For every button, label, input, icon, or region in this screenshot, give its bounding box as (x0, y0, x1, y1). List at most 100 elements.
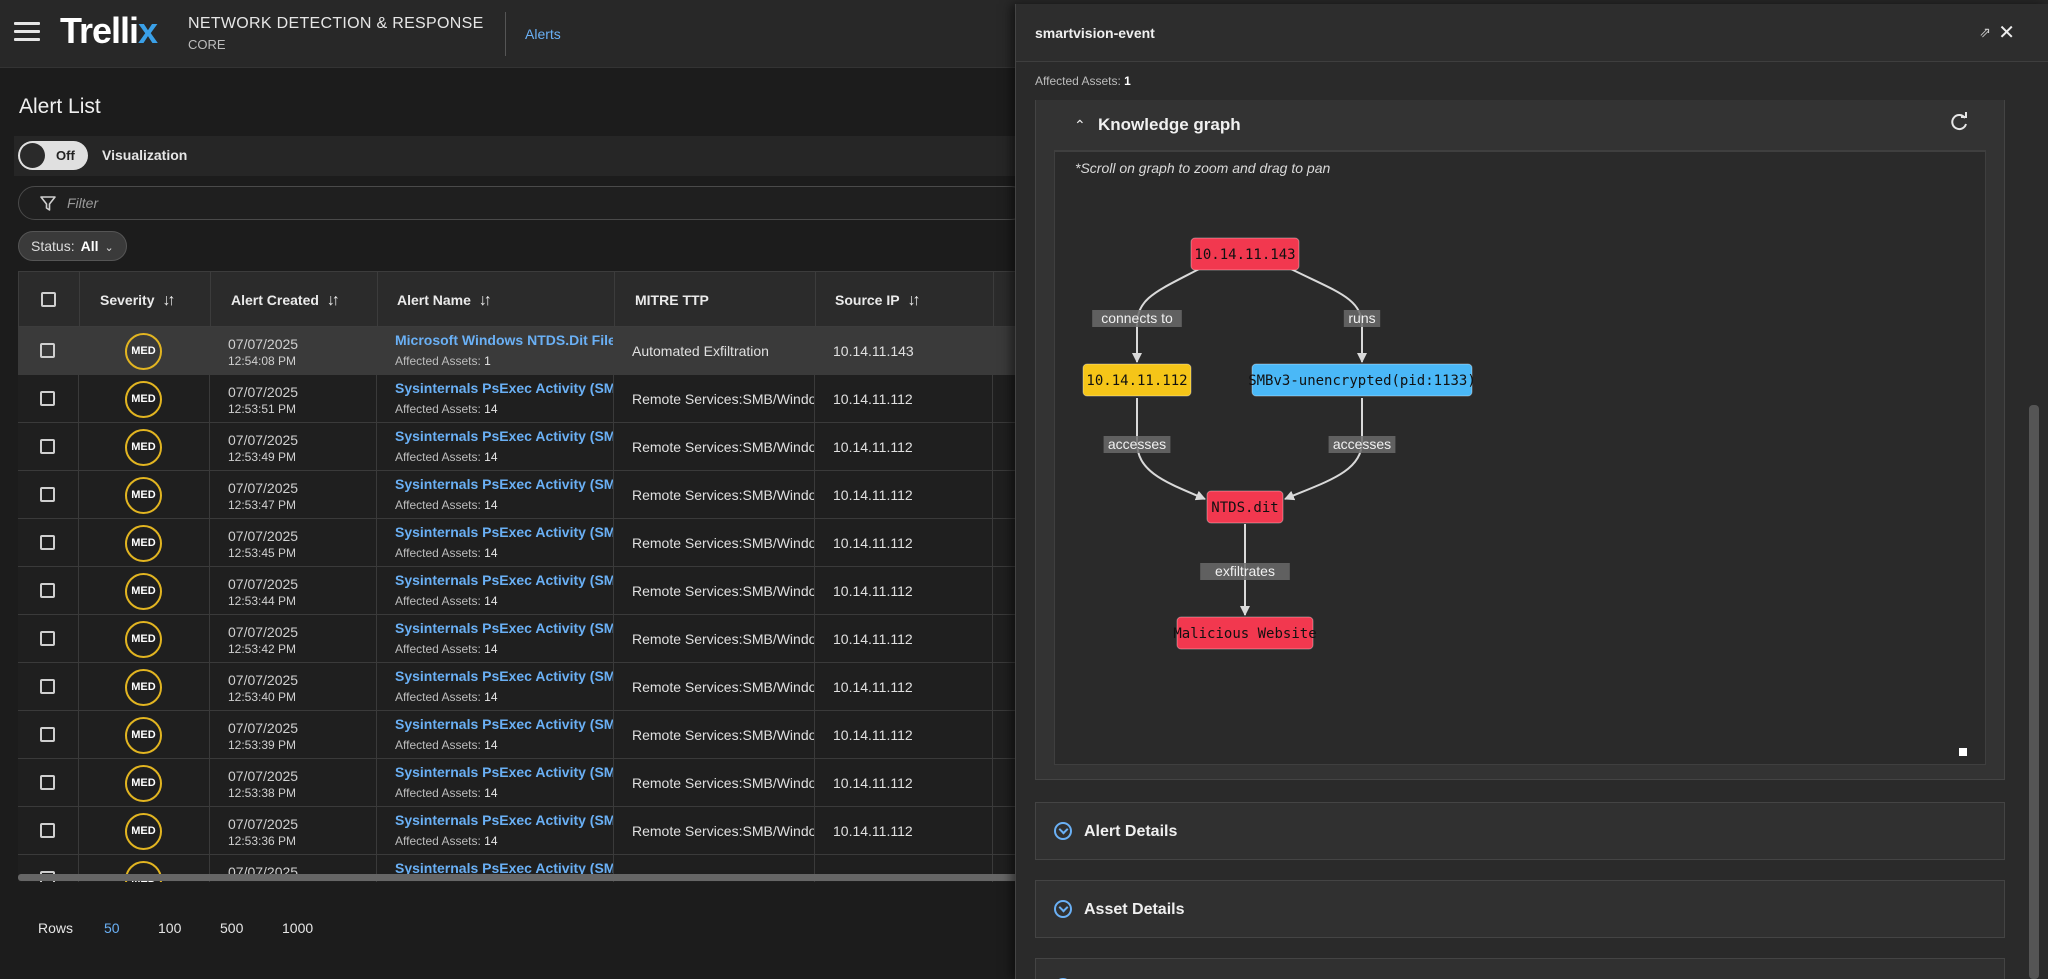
panel-scrollbar-thumb[interactable] (2029, 405, 2039, 979)
table-horizontal-scrollbar[interactable] (18, 874, 1028, 881)
chevron-up-icon[interactable]: ⌃ (1074, 117, 1086, 133)
mitre-ttp: Remote Services:SMB/Windows (632, 583, 815, 599)
rows-option-500[interactable]: 500 (220, 920, 244, 936)
alert-name-link[interactable]: Sysinternals PsExec Activity (SMB) (395, 476, 614, 492)
select-all-checkbox[interactable] (41, 292, 56, 307)
row-checkbox[interactable] (40, 439, 55, 454)
col-mitre-ttp[interactable]: MITRE TTP (615, 272, 816, 328)
graph-node[interactable]: 10.14.11.143 (1190, 237, 1300, 271)
affected-assets-count: 14 (484, 834, 498, 848)
source-ip: 10.14.11.143 (833, 343, 914, 359)
row-checkbox[interactable] (40, 823, 55, 838)
sort-icon[interactable]: ↓↑ (478, 292, 492, 309)
source-ip-cell: 10.14.11.112 (815, 567, 993, 615)
col-alert-name[interactable]: Alert Name↓↑ (378, 272, 615, 328)
alert-name-link[interactable]: Sysinternals PsExec Activity (SMB) (395, 380, 614, 396)
close-icon[interactable]: ✕ (1998, 22, 2015, 44)
severity-badge: MED (125, 573, 162, 610)
alert-details-label: Alert Details (1084, 823, 1178, 840)
row-checkbox[interactable] (40, 631, 55, 646)
sort-icon[interactable]: ↓↑ (162, 292, 175, 309)
severity-badge: MED (125, 669, 162, 706)
source-ip: 10.14.11.112 (833, 391, 913, 407)
rows-option-1000[interactable]: 1000 (282, 920, 314, 936)
row-checkbox[interactable] (40, 727, 55, 742)
alert-name-link[interactable]: Sysinternals PsExec Activity (SMB) (395, 572, 614, 588)
mitre-ttp: Remote Services:SMB/Windows (632, 439, 815, 455)
knowledge-graph-canvas[interactable]: *Scroll on graph to zoom and drag to pan… (1054, 151, 1986, 765)
nav-alerts-link[interactable]: Alerts (525, 26, 561, 42)
graph-node-box[interactable] (1082, 363, 1192, 397)
alert-name-link[interactable]: Sysinternals PsExec Activity (SMB) (395, 620, 614, 636)
edge-label: connects to (1101, 310, 1173, 326)
rows-option-100[interactable]: 100 (158, 920, 182, 936)
affected-value: 1 (1124, 74, 1131, 88)
graph-node-box[interactable] (1206, 490, 1284, 524)
graph-node-box[interactable] (1251, 363, 1473, 397)
graph-node[interactable]: NTDS.dit (1206, 490, 1284, 524)
filter-bar (18, 186, 1028, 220)
alert-details-accordion[interactable]: Alert Details (1035, 802, 2005, 860)
severity-cell: MED (79, 663, 210, 711)
source-ip-cell: 10.14.11.112 (815, 471, 993, 519)
alert-name-link[interactable]: Sysinternals PsExec Activity (SMB) (395, 764, 614, 780)
alert-name-link[interactable]: Sysinternals PsExec Activity (SMB) (395, 812, 614, 828)
graph-node-label: 10.14.11.112 (1086, 373, 1187, 389)
row-checkbox[interactable] (40, 391, 55, 406)
alert-name-link[interactable]: Sysinternals PsExec Activity (SMB) (395, 860, 614, 876)
alert-name-cell: Sysinternals PsExec Activity (SMB)Affect… (377, 375, 614, 423)
source-ip-cell: 10.14.11.112 (815, 711, 993, 759)
alert-name-link[interactable]: Sysinternals PsExec Activity (SMB) (395, 524, 614, 540)
row-checkbox[interactable] (40, 679, 55, 694)
row-checkbox[interactable] (40, 343, 55, 358)
row-checkbox[interactable] (40, 775, 55, 790)
col-severity[interactable]: Severity↓↑ (80, 272, 211, 328)
graph-node[interactable]: Malicious Website (1173, 616, 1317, 650)
row-checkbox[interactable] (40, 583, 55, 598)
alert-name-link[interactable]: Microsoft Windows NTDS.Dit File (395, 332, 614, 348)
rows-option-50[interactable]: 50 (104, 920, 120, 936)
graph-resize-handle[interactable] (1959, 748, 1967, 756)
severity-cell: MED (79, 471, 210, 519)
edge-label-bg (1200, 563, 1290, 580)
col-source-ip[interactable]: Source IP↓↑ (816, 272, 994, 328)
menu-icon[interactable] (14, 22, 40, 42)
next-section-accordion[interactable] (1035, 958, 2005, 979)
graph-node[interactable]: SMBv3-unencrypted(pid:1133) (1248, 363, 1476, 397)
asset-details-accordion[interactable]: Asset Details (1035, 880, 2005, 938)
col-alert-created[interactable]: Alert Created↓↑ (211, 272, 378, 328)
graph-node-box[interactable] (1176, 616, 1314, 650)
collapse-icon[interactable]: ⇗ (1979, 24, 1991, 40)
visualization-toggle[interactable]: Off (18, 141, 88, 170)
filter-input[interactable] (67, 191, 967, 215)
row-checkbox[interactable] (40, 535, 55, 550)
edge-label: exfiltrates (1215, 563, 1275, 579)
trellix-logo[interactable]: Trellix (60, 10, 158, 52)
select-cell (18, 567, 79, 615)
alert-name-link[interactable]: Sysinternals PsExec Activity (SMB) (395, 428, 614, 444)
row-checkbox[interactable] (40, 487, 55, 502)
knowledge-graph-header[interactable]: ⌃ Knowledge graph (1054, 100, 1986, 151)
sort-icon[interactable]: ↓↑ (907, 292, 921, 309)
sort-icon[interactable]: ↓↑ (326, 292, 340, 309)
refresh-icon[interactable] (1948, 111, 1970, 133)
graph-node-box[interactable] (1190, 237, 1300, 271)
graph-node[interactable]: 10.14.11.112 (1082, 363, 1192, 397)
alert-name-link[interactable]: Sysinternals PsExec Activity (SMB) (395, 716, 614, 732)
status-filter-chip[interactable]: Status:All⌄ (18, 231, 127, 261)
alert-name-link[interactable]: Sysinternals PsExec Activity (SMB) (395, 668, 614, 684)
severity-cell: MED (79, 423, 210, 471)
